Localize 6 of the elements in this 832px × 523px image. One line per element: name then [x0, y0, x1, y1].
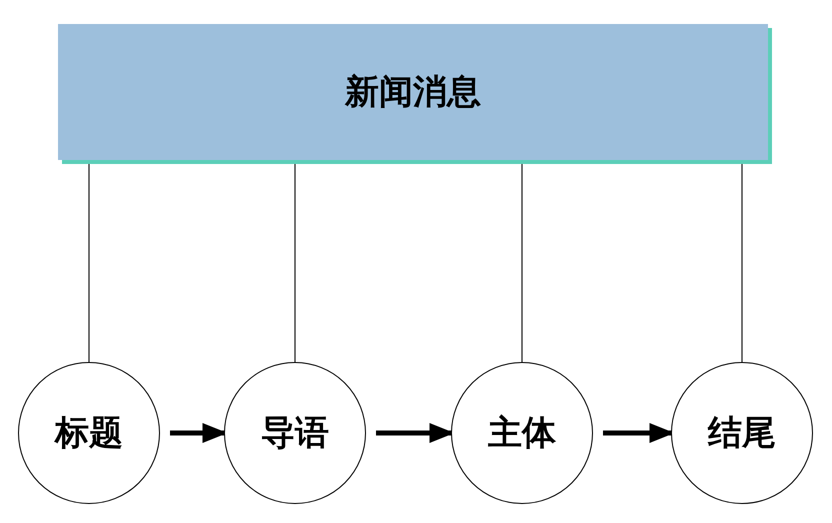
- node-label: 新闻消息: [345, 71, 481, 114]
- node-label: 标题: [55, 412, 123, 455]
- node-label: 结尾: [708, 412, 776, 455]
- node-label: 导语: [261, 412, 329, 455]
- node-label: 主体: [488, 412, 556, 455]
- title-box: [58, 24, 768, 160]
